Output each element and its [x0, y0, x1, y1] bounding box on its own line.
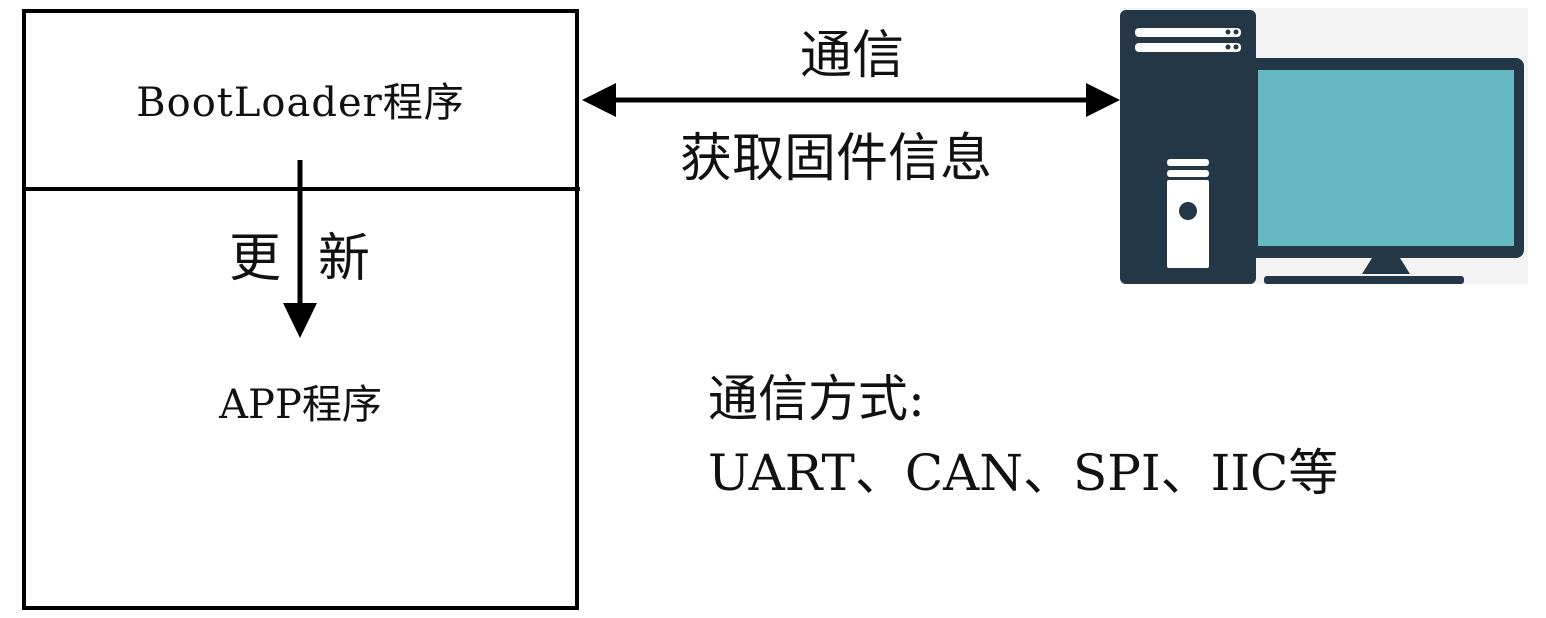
communication-label: 通信	[800, 26, 905, 86]
mcu-memory-box	[22, 9, 579, 610]
communication-methods-title: 通信方式:	[708, 370, 925, 428]
bootloader-label: BootLoader程序	[136, 80, 465, 126]
update-label-part1: 更	[229, 229, 282, 289]
get-firmware-info-label: 获取固件信息	[680, 129, 993, 189]
communication-methods-list: UART、CAN、SPI、IIC等	[708, 444, 1339, 502]
app-label: APP程序	[219, 382, 382, 428]
communication-arrow	[582, 83, 1120, 117]
desktop-computer-icon	[1120, 8, 1528, 284]
update-arrow	[283, 160, 317, 338]
update-label-part2: 新	[318, 229, 371, 289]
